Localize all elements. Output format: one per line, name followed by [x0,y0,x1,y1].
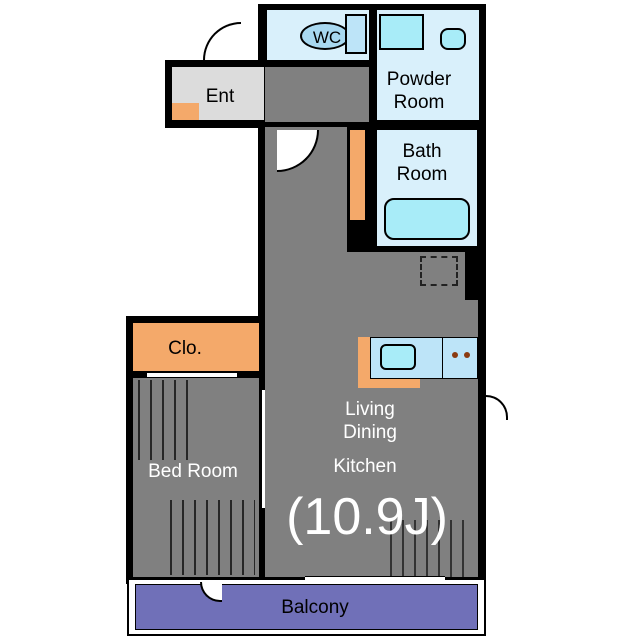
ldk-label-kitchen: Kitchen [333,456,397,477]
hallway [265,67,369,122]
closet-label: Clo. [168,338,202,359]
toilet-icon [300,22,350,50]
shoe-cabinet [172,103,199,120]
stove-burner-icon [452,352,458,358]
sliding-door[interactable] [262,390,265,508]
floor-hatching [390,520,465,577]
powder-label-line2: Room [393,92,445,113]
closet [133,323,259,371]
floor-hatching [138,380,198,460]
closet-door[interactable] [147,373,237,377]
toilet-tank-icon [345,14,367,54]
bath-label-line1: Bath [402,141,442,162]
bath-label-line2: Room [396,164,448,185]
bed-room-label: Bed Room [148,461,238,482]
fridge-space-icon [420,256,458,286]
ldk-size-label: (10.9J) [286,488,448,546]
balcony [135,584,478,630]
balcony-window[interactable] [305,576,445,580]
ldk-label-living: Living [345,399,395,420]
stove-burner-icon [464,352,470,358]
balcony-label: Balcony [281,597,349,618]
entrance-door[interactable] [203,22,241,60]
side-door[interactable] [486,395,508,420]
storage-cabinet [350,130,365,220]
bathtub-icon [384,198,470,240]
kitchen-sink-icon [380,344,416,370]
entrance-label: Ent [205,86,235,107]
floor-hatching [170,500,255,575]
ldk-label-dining: Dining [343,422,397,443]
powder-label-line1: Powder [386,69,452,90]
sink-icon [440,28,466,50]
wc-label: WC [312,28,342,47]
washing-machine-icon [379,14,424,50]
counter-divider [442,337,443,379]
